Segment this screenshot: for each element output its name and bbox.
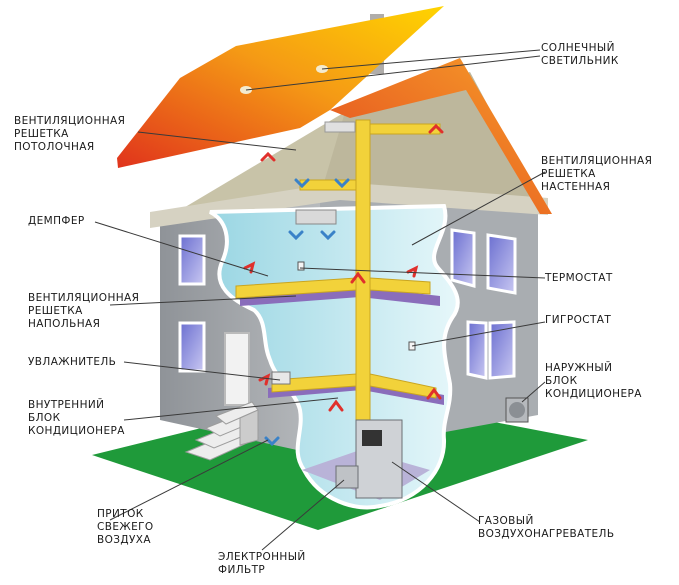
label-line: Приток xyxy=(97,508,144,520)
warm-arrow-8 xyxy=(258,373,271,386)
damper-box xyxy=(295,209,337,225)
indoor-ac-coil xyxy=(362,430,382,446)
warm-arrow-3 xyxy=(243,261,256,274)
warm-arrow-7 xyxy=(426,387,442,400)
gable-roof xyxy=(330,58,552,214)
label-line: Демпфер xyxy=(28,215,85,227)
label-line: Гигростат xyxy=(545,314,612,326)
label-humidifier: Увлажнитель xyxy=(28,356,116,369)
label-damper: Демпфер xyxy=(28,215,85,228)
entry-stairs xyxy=(184,401,260,461)
label-outdoor-ac: Наружный блок кондиционера xyxy=(545,362,642,401)
cool-arrow-3 xyxy=(288,230,304,241)
warm-arrow-6 xyxy=(328,399,344,412)
label-electronic-filter: Электронный фильтр xyxy=(218,551,306,577)
label-line: Солнечный xyxy=(541,42,615,54)
solar-light-1 xyxy=(324,121,356,133)
humidifier-unit xyxy=(271,371,291,385)
label-line: кондиционера xyxy=(28,425,125,437)
warm-arrow-5 xyxy=(350,271,366,284)
label-hygrostat: Гигростат xyxy=(545,314,611,327)
label-line: фильтр xyxy=(218,564,266,576)
label-line: Термостат xyxy=(545,272,613,284)
label-ceiling-vent: Вентиляционная решетка потолочная xyxy=(14,115,125,154)
label-line: Увлажнитель xyxy=(28,356,117,368)
label-line: настенная xyxy=(541,181,611,193)
cool-arrow-1 xyxy=(294,178,310,189)
label-thermostat: Термостат xyxy=(545,272,613,285)
warm-arrow-4 xyxy=(406,265,419,278)
label-line: кондиционера xyxy=(545,388,642,400)
label-line: Электронный xyxy=(218,551,306,563)
label-line: воздуха xyxy=(97,534,151,546)
label-line: светильник xyxy=(541,55,619,67)
label-solar-light: Солнечный светильник xyxy=(541,42,619,68)
cool-arrow-4 xyxy=(320,230,336,241)
airflow-arrows xyxy=(243,123,444,447)
label-line: Внутренний xyxy=(28,399,105,411)
cool-arrow-2 xyxy=(334,178,350,189)
label-line: Газовый xyxy=(478,515,534,527)
thermostat-device xyxy=(297,261,305,271)
label-line: блок xyxy=(545,375,578,387)
label-line: решетка xyxy=(14,128,69,140)
label-line: Вентиляционная xyxy=(14,115,126,127)
label-line: Вентиляционная xyxy=(28,292,140,304)
label-floor-vent: Вентиляционная решетка напольная xyxy=(28,292,139,331)
label-line: решетка xyxy=(541,168,596,180)
label-line: блок xyxy=(28,412,61,424)
label-indoor-ac: Внутренний блок кондиционера xyxy=(28,399,125,438)
label-line: свежего xyxy=(97,521,154,533)
label-line: решетка xyxy=(28,305,83,317)
electronic-filter-unit xyxy=(335,465,359,489)
label-fresh-air: Приток свежего воздуха xyxy=(97,508,154,547)
duct-system xyxy=(235,119,441,461)
label-line: воздухонагреватель xyxy=(478,528,615,540)
leader-lines xyxy=(94,49,546,551)
label-wall-vent: Вентиляционная решетка настенная xyxy=(541,155,652,194)
label-line: Вентиляционная xyxy=(541,155,653,167)
label-gas-heater: Газовый воздухонагреватель xyxy=(478,515,614,541)
outdoor-ac-fan xyxy=(509,402,525,418)
hvac-equipment xyxy=(240,65,529,499)
warm-arrow-2 xyxy=(428,123,444,134)
main-roof xyxy=(117,6,444,168)
warm-arrow-1 xyxy=(260,151,276,162)
label-line: напольная xyxy=(28,318,101,330)
label-line: Наружный xyxy=(545,362,613,374)
label-line: потолочная xyxy=(14,141,95,153)
windows xyxy=(178,228,517,406)
